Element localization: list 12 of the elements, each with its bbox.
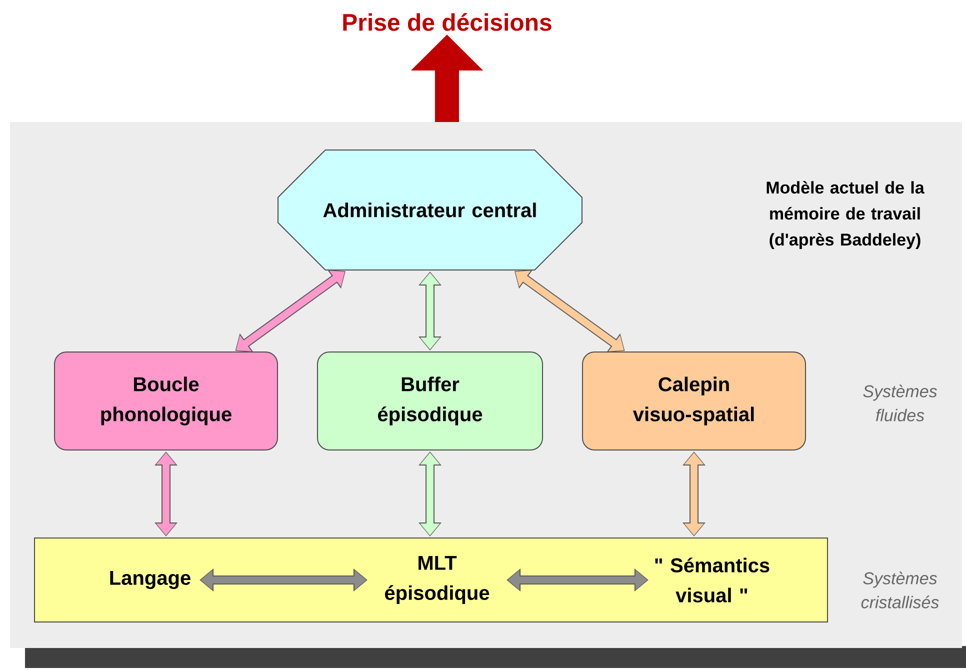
text-label: " Sémantics visual " xyxy=(655,558,770,602)
note-text: Systèmes cristallisés xyxy=(861,572,939,608)
heading: Prise de décisions xyxy=(343,13,552,31)
rounded-box: Calepin visuo-spatial xyxy=(582,352,806,450)
rounded-box: Boucle phonologique xyxy=(54,352,278,450)
octagon-box: Administrateur central xyxy=(278,150,582,270)
band-box xyxy=(34,538,828,622)
note-text: Modèle actuel de la mémoire de travail (d'après Baddeley) xyxy=(766,181,924,249)
text-label: Langage xyxy=(110,571,190,589)
text-label: MLT épisodique xyxy=(385,556,490,604)
rounded-box: Buffer épisodique xyxy=(317,352,543,450)
note-text: Systèmes fluides xyxy=(863,384,937,422)
